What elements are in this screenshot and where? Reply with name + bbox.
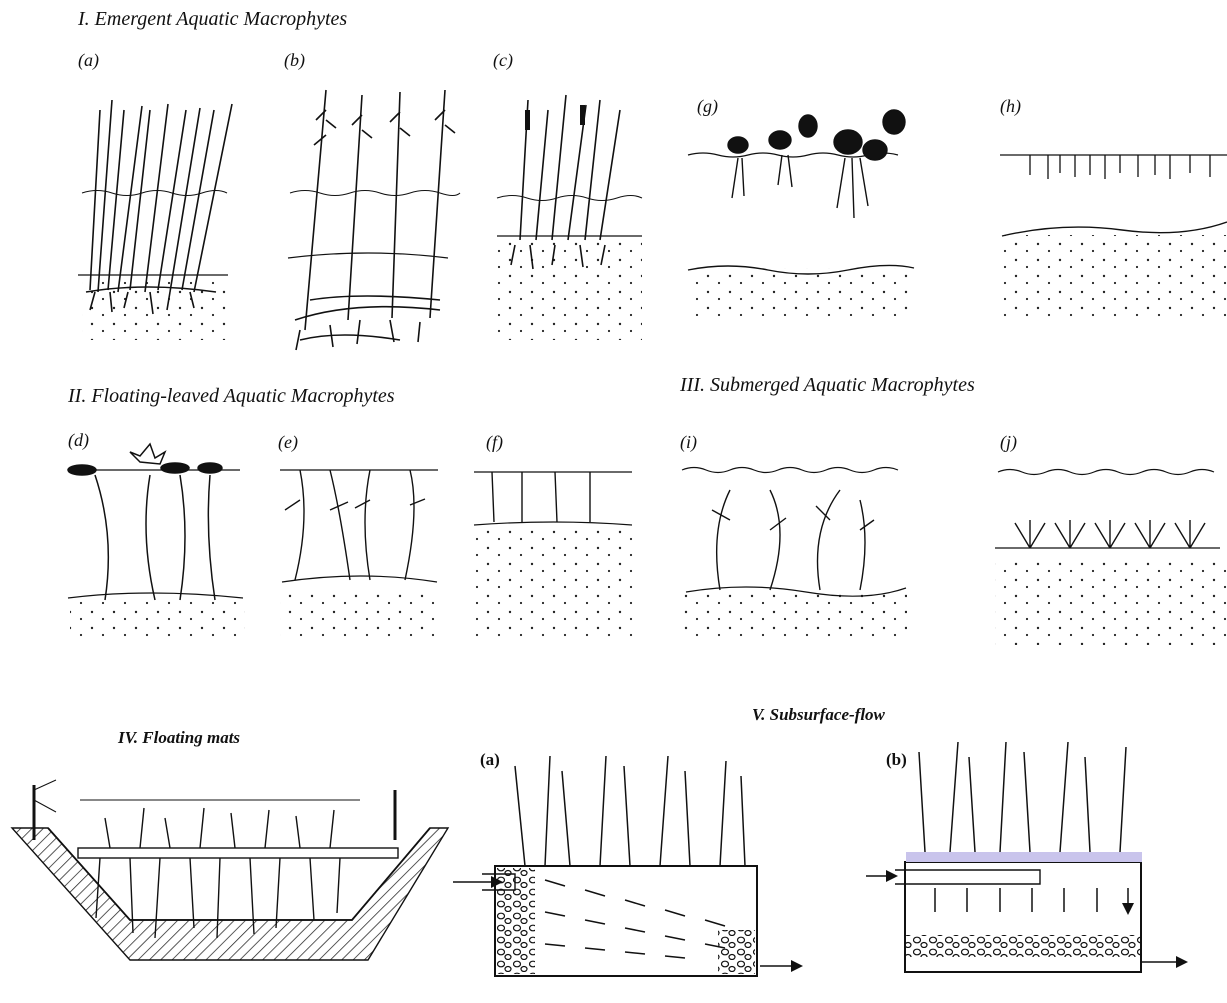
panel-e-illustration [280,470,440,640]
panel-h-illustration [1000,155,1227,320]
panel-d-illustration [68,444,245,640]
panel-a-illustration [78,100,232,340]
panel-f-illustration [474,472,635,640]
subsurface-a-illustration [453,756,800,976]
panel-b-illustration [288,90,460,350]
subsurface-b-illustration [866,742,1185,972]
floating-mat-illustration [12,780,448,960]
panel-i-illustration [682,468,907,641]
panel-c-illustration [497,95,642,340]
panel-j-illustration [995,470,1227,646]
panel-g-illustration [688,110,914,316]
